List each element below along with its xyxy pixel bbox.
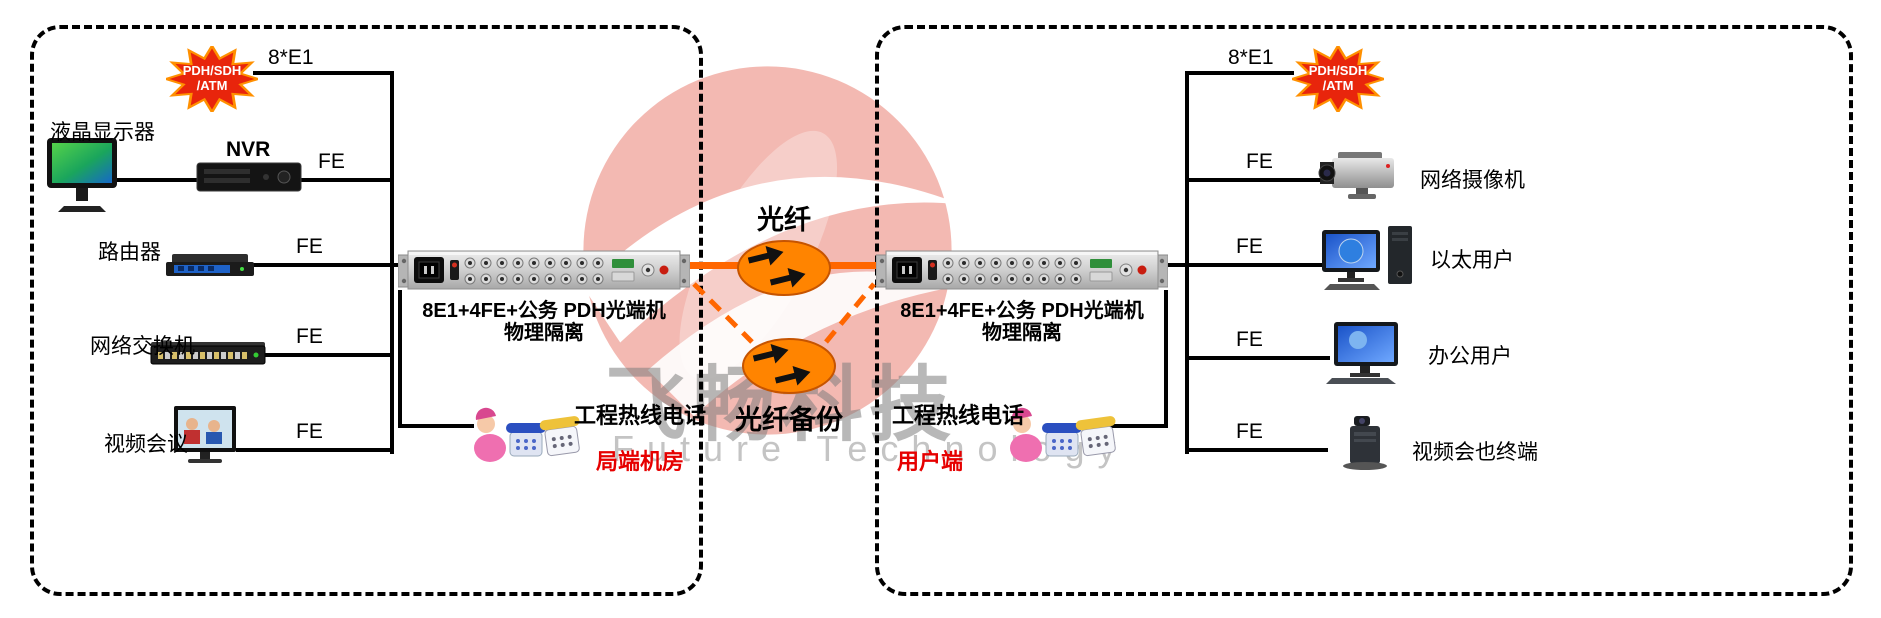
hotline-phone-label: 工程热线电话: [892, 403, 1025, 428]
network-camera-icon: [1318, 146, 1408, 202]
e1-capacity-label: 8*E1: [268, 46, 314, 69]
hotline-phone-label: 工程热线电话: [574, 403, 707, 428]
connection-line: [1164, 290, 1168, 426]
connection-line: [253, 71, 392, 75]
pdh-optical-terminal-device: [876, 248, 1168, 292]
nvr-icon: [196, 160, 302, 194]
connection-line: [300, 178, 392, 182]
connection-line: [390, 71, 394, 454]
e1-capacity-label: 8*E1: [1228, 46, 1274, 69]
site-label-user: 用户端: [897, 449, 964, 474]
device-label-network-camera: 网络摄像机: [1420, 169, 1525, 192]
office-user-pc-icon: [1326, 322, 1406, 386]
device-label-video-conference: 视频会议: [104, 433, 188, 456]
connection-line: [398, 290, 402, 426]
fe-port-label: FE: [318, 150, 345, 173]
hotline-phones-icon: [470, 388, 582, 468]
fe-port-label: FE: [1236, 235, 1263, 258]
fe-port-label: FE: [296, 325, 323, 348]
connection-line: [253, 263, 398, 267]
connection-line: [1187, 71, 1294, 75]
fiber-backup-label: 光纤备份: [735, 405, 843, 435]
connection-line: [1189, 356, 1330, 360]
video-terminal-icon: [1324, 412, 1404, 472]
connection-line: [260, 353, 392, 357]
connection-line: [113, 178, 197, 182]
connection-line: [1189, 178, 1320, 182]
fiber-backup-icon: [741, 336, 837, 396]
starburst-line1: PDH/SDH: [1308, 63, 1368, 79]
fe-port-label: FE: [296, 420, 323, 443]
rack-caption-line2: 物理隔离: [982, 322, 1062, 344]
device-label-network-switch: 网络交换机: [90, 335, 195, 358]
connection-line: [398, 424, 474, 428]
fiber-link-icon: [736, 238, 832, 298]
connection-line: [236, 448, 392, 452]
connection-line: [1092, 424, 1168, 428]
connection-line: [1185, 71, 1189, 454]
fe-port-label: FE: [1236, 420, 1263, 443]
pdh-sdh-atm-starburst-label: PDH/SDH /ATM: [1292, 46, 1384, 112]
fiber-label: 光纤: [757, 205, 811, 235]
device-label-nvr: NVR: [226, 138, 271, 161]
connection-line: [1189, 448, 1328, 452]
site-label-local: 局端机房: [596, 449, 685, 474]
device-label-office-user: 办公用户: [1428, 345, 1512, 368]
ethernet-user-pc-icon: [1322, 226, 1418, 292]
starburst-line2: /ATM: [196, 78, 228, 93]
fe-port-label: FE: [1246, 150, 1273, 173]
router-icon: [164, 242, 256, 282]
fe-port-label: FE: [296, 235, 323, 258]
device-label-video-terminal: 视频会也终端: [1412, 441, 1538, 464]
rack-caption-line2: 物理隔离: [504, 322, 584, 344]
device-label-lcd-monitor: 液晶显示器: [50, 121, 155, 144]
connection-line: [1166, 263, 1325, 267]
pdh-sdh-atm-starburst-label: PDH/SDH /ATM: [166, 46, 258, 112]
rack-caption-line1: 8E1+4FE+公务 PDH光端机: [422, 300, 666, 322]
lcd-monitor-icon: [44, 136, 120, 216]
starburst-line2: /ATM: [1322, 78, 1354, 93]
user-site-panel: [875, 25, 1853, 596]
device-label-router: 路由器: [98, 241, 161, 264]
pdh-optical-terminal-device: [398, 248, 690, 292]
starburst-line1: PDH/SDH: [182, 63, 242, 79]
fe-port-label: FE: [1236, 328, 1263, 351]
device-label-ethernet-user: 以太用户: [1430, 249, 1514, 272]
rack-caption-line1: 8E1+4FE+公务 PDH光端机: [900, 300, 1144, 322]
